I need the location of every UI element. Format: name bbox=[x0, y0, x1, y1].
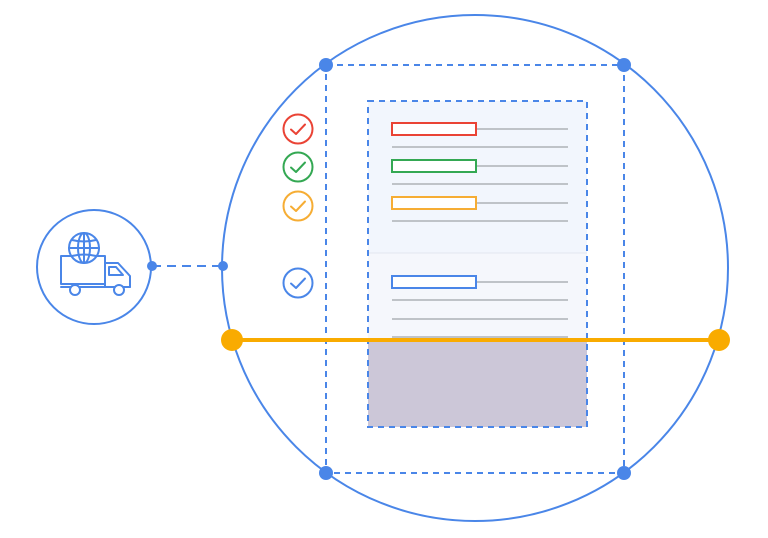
outer-dashed-frame bbox=[325, 64, 625, 474]
document-panel bbox=[367, 100, 588, 428]
connector-endpoint-left[interactable] bbox=[147, 261, 157, 271]
doc-row-red bbox=[391, 122, 568, 148]
inner-dashed-frame bbox=[367, 100, 588, 428]
field-highlight-blue[interactable] bbox=[391, 275, 477, 289]
corner-handle-top-right[interactable] bbox=[617, 58, 631, 72]
field-highlight-red[interactable] bbox=[391, 122, 477, 136]
check-red-icon bbox=[282, 113, 314, 145]
corner-handle-top-left[interactable] bbox=[319, 58, 333, 72]
shaded-region bbox=[368, 341, 587, 427]
check-green-icon bbox=[282, 151, 314, 183]
delivery-node[interactable] bbox=[36, 209, 152, 325]
field-highlight-amber[interactable] bbox=[391, 196, 477, 210]
delivery-truck-globe-icon bbox=[60, 232, 131, 296]
corner-handle-bottom-left[interactable] bbox=[319, 466, 333, 480]
threshold-handle-left[interactable] bbox=[221, 329, 243, 351]
doc-row-green bbox=[391, 159, 568, 185]
threshold-handle-right[interactable] bbox=[708, 329, 730, 351]
check-amber-icon bbox=[282, 190, 314, 222]
doc-row-blue bbox=[391, 275, 568, 338]
doc-row-amber bbox=[391, 196, 568, 222]
field-highlight-green[interactable] bbox=[391, 159, 477, 173]
check-blue-icon bbox=[282, 267, 314, 299]
corner-handle-bottom-right[interactable] bbox=[617, 466, 631, 480]
document-panel-lower bbox=[368, 253, 587, 341]
connector-endpoint-right[interactable] bbox=[218, 261, 228, 271]
